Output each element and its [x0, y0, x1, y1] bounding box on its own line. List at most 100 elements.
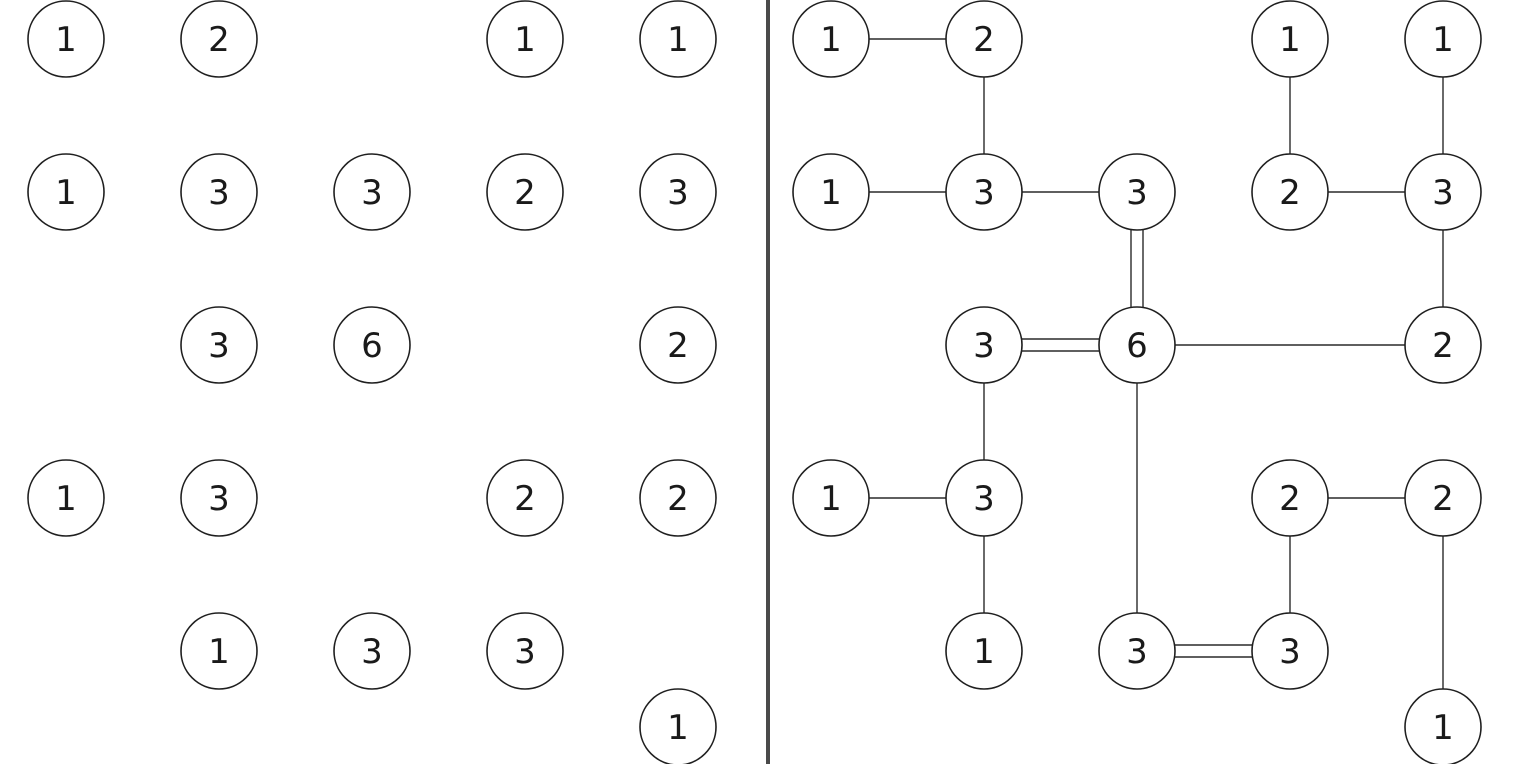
island-value: 1 [973, 632, 995, 672]
puzzle-island[interactable]: 1 [486, 0, 564, 78]
solution-island[interactable]: 2 [1251, 153, 1329, 231]
puzzle-island[interactable]: 2 [639, 306, 717, 384]
island-circle [639, 0, 717, 78]
island-circle [1404, 459, 1482, 537]
island-value: 2 [1279, 479, 1301, 519]
solution-island[interactable]: 1 [792, 459, 870, 537]
solution-island[interactable]: 1 [792, 153, 870, 231]
island-circle [639, 459, 717, 537]
solution-island[interactable]: 3 [1098, 153, 1176, 231]
island-value: 3 [1126, 173, 1148, 213]
puzzle-island[interactable]: 1 [27, 459, 105, 537]
island-value: 1 [55, 479, 77, 519]
island-circle [792, 153, 870, 231]
island-value: 6 [1126, 326, 1148, 366]
island-value: 1 [514, 20, 536, 60]
island-circle [1251, 612, 1329, 690]
solution-island[interactable]: 3 [945, 153, 1023, 231]
island-value: 3 [208, 173, 230, 213]
puzzle-island[interactable]: 3 [486, 612, 564, 690]
island-value: 3 [973, 326, 995, 366]
island-value: 2 [973, 20, 995, 60]
island-circle [180, 153, 258, 231]
island-circle [1098, 612, 1176, 690]
island-circle [27, 459, 105, 537]
solution-island[interactable]: 3 [1098, 612, 1176, 690]
puzzle-island[interactable]: 1 [27, 0, 105, 78]
puzzle-island[interactable]: 1 [180, 612, 258, 690]
puzzle-island[interactable]: 1 [639, 0, 717, 78]
island-value: 2 [667, 326, 689, 366]
solution-island[interactable]: 3 [1251, 612, 1329, 690]
island-value: 3 [973, 479, 995, 519]
island-value: 3 [1279, 632, 1301, 672]
island-value: 2 [514, 479, 536, 519]
puzzle-island[interactable]: 2 [639, 459, 717, 537]
island-value: 2 [1432, 326, 1454, 366]
island-circle [27, 153, 105, 231]
island-circle [639, 306, 717, 384]
island-circle [639, 153, 717, 231]
island-circle [486, 0, 564, 78]
island-circle [180, 459, 258, 537]
island-value: 6 [361, 326, 383, 366]
puzzle-island[interactable]: 3 [180, 459, 258, 537]
puzzle-island[interactable]: 2 [180, 0, 258, 78]
puzzle-island[interactable]: 3 [180, 306, 258, 384]
solution-island[interactable]: 1 [1404, 0, 1482, 78]
solution-island[interactable]: 2 [1404, 459, 1482, 537]
puzzle-island[interactable]: 3 [333, 153, 411, 231]
island-value: 1 [1279, 20, 1301, 60]
island-circle [180, 612, 258, 690]
island-circle [486, 153, 564, 231]
puzzle-island[interactable]: 2 [486, 459, 564, 537]
solution-island[interactable]: 2 [945, 0, 1023, 78]
island-circle [1098, 153, 1176, 231]
island-value: 2 [514, 173, 536, 213]
island-value: 1 [820, 20, 842, 60]
solution-island[interactable]: 2 [1251, 459, 1329, 537]
puzzle-island[interactable]: 1 [27, 153, 105, 231]
island-value: 3 [361, 632, 383, 672]
island-value: 3 [1432, 173, 1454, 213]
puzzle-island[interactable]: 2 [486, 153, 564, 231]
island-circle [945, 153, 1023, 231]
puzzle-island[interactable]: 3 [639, 153, 717, 231]
island-value: 3 [667, 173, 689, 213]
island-value: 3 [973, 173, 995, 213]
island-value: 3 [208, 326, 230, 366]
island-circle [486, 459, 564, 537]
solution-island[interactable]: 1 [792, 0, 870, 78]
island-value: 1 [667, 708, 689, 748]
solution-island[interactable]: 6 [1098, 306, 1176, 384]
puzzle-island[interactable]: 6 [333, 306, 411, 384]
island-value: 3 [514, 632, 536, 672]
solution-island[interactable]: 1 [1404, 688, 1482, 764]
island-circle [486, 612, 564, 690]
island-circle [1098, 306, 1176, 384]
solution-island[interactable]: 2 [1404, 306, 1482, 384]
solution-island[interactable]: 3 [945, 459, 1023, 537]
island-circle [27, 0, 105, 78]
island-circle [1404, 153, 1482, 231]
island-circle [639, 688, 717, 764]
puzzle-island[interactable]: 1 [639, 688, 717, 764]
island-circle [792, 459, 870, 537]
island-value: 1 [667, 20, 689, 60]
island-circle [333, 306, 411, 384]
island-value: 1 [1432, 708, 1454, 748]
island-value: 1 [820, 479, 842, 519]
puzzle-island[interactable]: 3 [180, 153, 258, 231]
solution-island[interactable]: 1 [1251, 0, 1329, 78]
island-circle [945, 612, 1023, 690]
island-circle [333, 153, 411, 231]
solution-island[interactable]: 3 [1404, 153, 1482, 231]
puzzle-island[interactable]: 3 [333, 612, 411, 690]
island-circle [945, 459, 1023, 537]
solution-island[interactable]: 1 [945, 612, 1023, 690]
solution-island[interactable]: 3 [945, 306, 1023, 384]
island-value: 1 [55, 20, 77, 60]
